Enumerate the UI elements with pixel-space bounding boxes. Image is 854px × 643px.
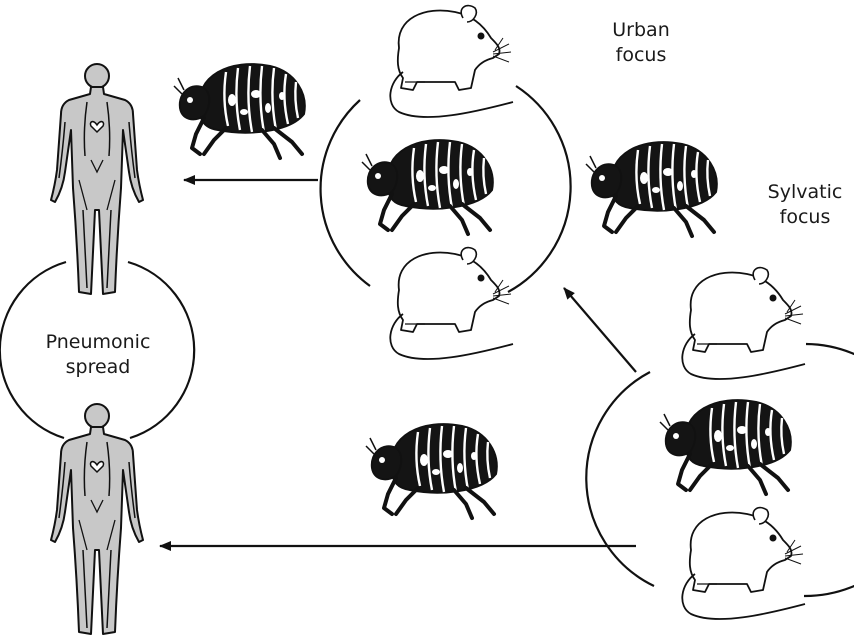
rat-icon [390, 6, 513, 117]
human-figure-icon [51, 64, 143, 294]
sylvatic-focus-label-line1: Sylvatic [760, 180, 850, 205]
flea-icon [174, 64, 305, 158]
rat-icon [682, 508, 805, 619]
rat-icon [390, 248, 513, 359]
pneumonic-spread-label-line2: spread [38, 355, 158, 380]
urban-focus-label: Urban focus [606, 18, 676, 68]
pneumonic-spread-label-line1: Pneumonic [38, 330, 158, 355]
sylvatic-focus-label: Sylvatic focus [760, 180, 850, 230]
flea-icon [660, 400, 791, 494]
pneumonic-spread-label: Pneumonic spread [38, 330, 158, 380]
human-figure-icon [51, 404, 143, 634]
flea-icon [366, 424, 497, 518]
flea-icon [362, 140, 493, 234]
sylvatic-to-urban-arrow [564, 288, 636, 372]
urban-focus-label-line1: Urban [606, 18, 676, 43]
sylvatic-focus-label-line2: focus [760, 205, 850, 230]
urban-focus-label-line2: focus [606, 43, 676, 68]
flea-icon [586, 142, 717, 236]
rat-icon [682, 268, 805, 379]
